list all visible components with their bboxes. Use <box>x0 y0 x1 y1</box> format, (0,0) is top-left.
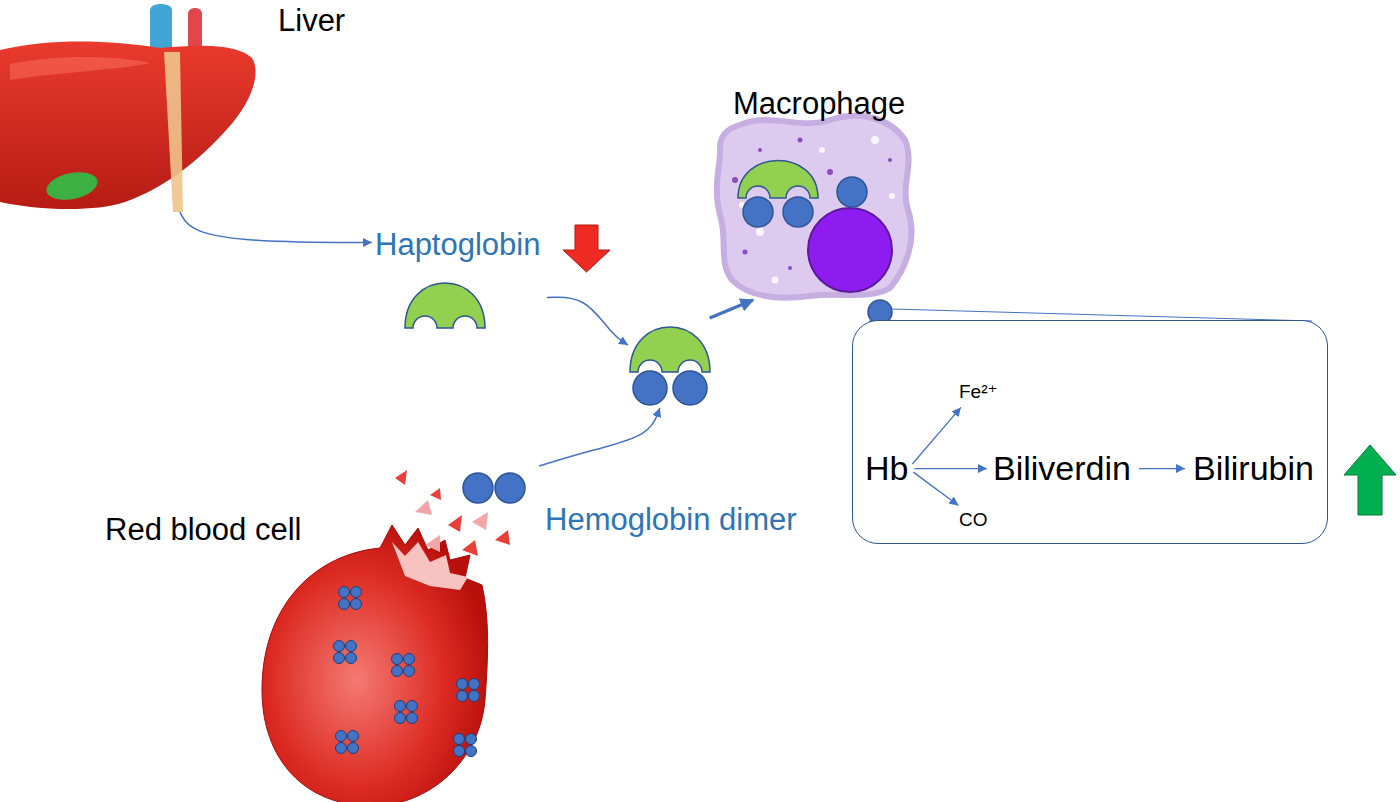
red-blood-cell-illustration <box>339 587 362 610</box>
cell-node: Red blood cell <box>100 512 495 802</box>
node-label: Hb <box>865 449 908 488</box>
molecule-label: Hb <box>865 449 908 488</box>
liver-illustration <box>0 4 256 212</box>
complex-illustration <box>633 371 667 405</box>
liver-illustration <box>164 52 183 212</box>
complex-node <box>628 318 714 408</box>
red-blood-cell-illustration <box>457 679 480 702</box>
macrophage-illustration <box>743 250 748 255</box>
complex-illustration <box>673 371 707 405</box>
red-blood-cell-illustration <box>448 515 462 532</box>
protein-node: Hemoglobin dimer <box>460 466 820 538</box>
decrease-arrow <box>563 225 610 272</box>
node-label: Fe²⁺ <box>959 381 998 403</box>
macrophage-illustration <box>772 277 779 284</box>
red-blood-cell-illustration <box>462 540 478 556</box>
complex-illustration <box>630 327 710 405</box>
macrophage-illustration <box>827 169 833 175</box>
molecule-label: CO <box>959 509 988 531</box>
node-label: Biliverdin <box>993 449 1131 488</box>
macrophage-illustration <box>738 161 818 199</box>
red-blood-cell-illustration <box>336 731 359 754</box>
node-label: Macrophage <box>733 86 905 122</box>
organ-node: Liver <box>0 0 350 212</box>
macrophage-illustration <box>717 116 912 298</box>
node-label: Haptoglobin <box>375 227 540 263</box>
liver-illustration <box>44 168 100 204</box>
red-blood-cell-illustration <box>415 500 432 515</box>
red-blood-cell-illustration <box>495 530 510 545</box>
hemoglobin-dimer-illustration <box>463 473 493 503</box>
macrophage-illustration <box>798 138 803 143</box>
node-label: CO <box>959 509 988 531</box>
red-blood-cell-illustration <box>472 512 488 530</box>
macrophage-illustration <box>783 197 813 227</box>
red-blood-cell-illustration <box>395 470 407 485</box>
molecule-label: Bilirubin <box>1193 449 1314 488</box>
red-blood-cell-illustration <box>425 535 440 552</box>
node-label: Bilirubin <box>1193 449 1314 488</box>
macrophage-illustration <box>743 197 773 227</box>
red-blood-cell-illustration <box>262 525 488 802</box>
macrophage-illustration <box>888 158 892 162</box>
macrophage-illustration <box>819 147 825 153</box>
macrophage-illustration <box>837 177 867 207</box>
reaction-box: Hb Fe²⁺ BiliverdinCO Bilirubin <box>852 320 1328 544</box>
flow-arrow <box>547 297 628 345</box>
increase-arrow <box>1344 445 1396 515</box>
macrophage-illustration <box>871 136 879 144</box>
hemoglobin-dimer-illustration <box>463 473 525 503</box>
flow-arrow <box>710 300 753 318</box>
liver-illustration <box>10 57 150 80</box>
molecule-label: Biliverdin <box>993 449 1131 488</box>
flow-arrow <box>913 472 958 505</box>
cell-node: Macrophage <box>712 82 917 300</box>
flow-arrow <box>912 407 961 464</box>
red-blood-cell-illustration <box>334 641 357 664</box>
molecule-label: Fe²⁺ <box>959 381 998 403</box>
haptoglobin-shape <box>405 283 485 328</box>
node-label: Red blood cell <box>105 512 301 548</box>
red-blood-cell-illustration <box>392 542 468 590</box>
macrophage-illustration <box>889 193 895 199</box>
red-blood-cell-illustration <box>395 701 418 724</box>
macrophage-illustration <box>732 177 738 183</box>
red-blood-cell-illustration <box>430 488 441 500</box>
liver-illustration <box>0 42 256 210</box>
protein-node: Haptoglobin <box>372 225 547 335</box>
red-blood-cell-illustration <box>454 734 477 757</box>
flow-arrow <box>914 468 987 469</box>
macrophage-illustration <box>758 148 762 152</box>
flow-arrow <box>180 212 372 243</box>
red-blood-cell-illustration <box>392 654 415 677</box>
macrophage-illustration <box>756 228 764 236</box>
complex-illustration <box>630 327 710 372</box>
macrophage-illustration <box>717 116 912 324</box>
node-label: Liver <box>278 3 345 39</box>
hemoglobin-dimer-illustration <box>495 473 525 503</box>
flow-arrow <box>1139 468 1185 469</box>
macrophage-illustration <box>808 208 892 292</box>
macrophage-illustration <box>788 266 792 270</box>
flow-arrow <box>539 408 660 466</box>
node-label: Hemoglobin dimer <box>545 502 797 538</box>
